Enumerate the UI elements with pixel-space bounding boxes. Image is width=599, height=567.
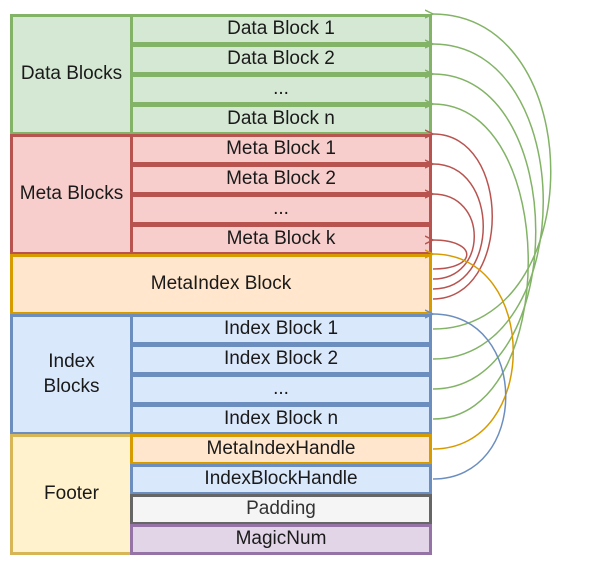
metaindex-block: MetaIndex Block: [10, 254, 432, 315]
meta-block-k: Meta Block k: [130, 224, 432, 255]
arrow-indexn-to-datan: [433, 104, 529, 420]
arrow-index2-to-data2: [433, 44, 544, 360]
index-blocks-label-text: Index Blocks: [43, 350, 100, 397]
index-block-2: Index Block 2: [130, 344, 432, 375]
data-block-ellipsis: ...: [130, 74, 432, 105]
meta-block-1: Meta Block 1: [130, 134, 432, 165]
indexblock-handle: IndexBlockHandle: [130, 464, 432, 495]
arrow-metaindex-to-meta3: [433, 194, 475, 280]
meta-block-ellipsis: ...: [130, 194, 432, 225]
padding-block: Padding: [130, 494, 432, 525]
data-blocks-label: Data Blocks: [10, 14, 133, 135]
arrow-metaindexhandle-to-metaindex: [433, 254, 514, 450]
data-block-n: Data Block n: [130, 104, 432, 135]
arrow-metaindex-to-meta2: [433, 164, 484, 290]
footer-label: Footer: [10, 434, 133, 555]
index-blocks-label: Index Blocks: [10, 314, 133, 435]
index-block-ellipsis: ...: [130, 374, 432, 405]
arrow-indexblockhandle-to-index: [433, 314, 507, 480]
index-block-1: Index Block 1: [130, 314, 432, 345]
arrow-metaindex-to-metak: [433, 240, 468, 270]
data-block-2: Data Block 2: [130, 44, 432, 75]
magicnum-block: MagicNum: [130, 524, 432, 555]
data-block-1: Data Block 1: [130, 14, 432, 45]
metaindex-handle: MetaIndexHandle: [130, 434, 432, 465]
index-block-n: Index Block n: [130, 404, 432, 435]
arrow-index3-to-data3: [433, 74, 537, 390]
meta-block-2: Meta Block 2: [130, 164, 432, 195]
arrow-index1-to-data1: [433, 14, 552, 330]
arrow-metaindex-to-meta1: [433, 134, 493, 300]
